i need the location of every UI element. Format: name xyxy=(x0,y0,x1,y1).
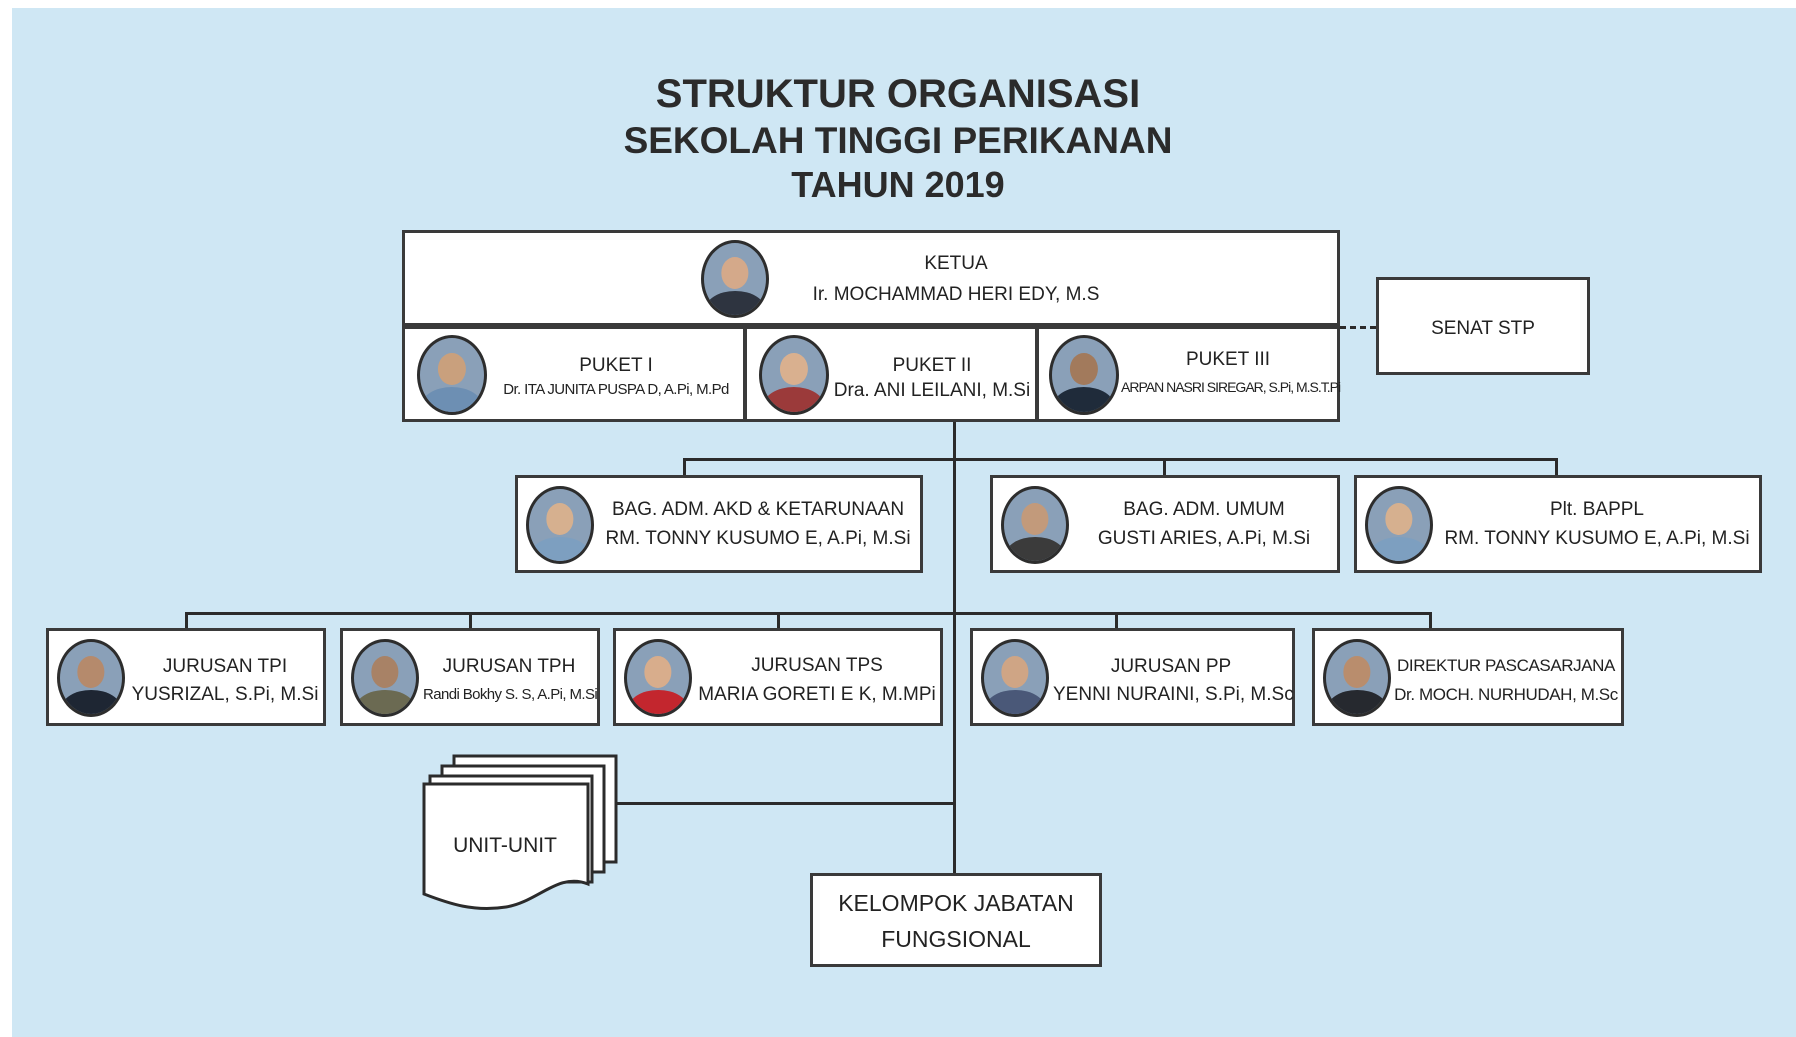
senat-label: SENAT STP xyxy=(1431,318,1535,339)
puket-2-box: PUKET II Dra. ANI LEILANI, M.Si xyxy=(744,326,1038,422)
person-photo-icon xyxy=(759,335,829,415)
puket-2-role: PUKET II xyxy=(892,355,972,376)
person-photo-icon xyxy=(57,639,125,717)
plt-bappl-role: Plt. BAPPL xyxy=(1550,499,1644,520)
direktur-pascasarjana-name: Dr. MOCH. NURHUDAH, M.Sc xyxy=(1394,685,1618,704)
bagian-drop-1 xyxy=(683,458,686,477)
person-photo-icon xyxy=(981,639,1049,717)
jurusan-tph-name: Randi Bokhy S. S, A.Pi, M.Si xyxy=(423,686,598,703)
chart-title-line3: TAHUN 2019 xyxy=(791,164,1005,205)
bagian-adm-umum-name: GUSTI ARIES, A.Pi, M.Si xyxy=(1097,528,1311,549)
person-photo-icon xyxy=(624,639,692,717)
person-photo-icon xyxy=(417,335,487,415)
fungsional-line1: KELOMPOK JABATAN xyxy=(838,890,1074,916)
ketua-name: Ir. MOCHAMMAD HERI EDY, M.S xyxy=(812,284,1100,305)
unit-unit-label: UNIT-UNIT xyxy=(453,834,557,857)
main-trunk-line xyxy=(953,420,956,876)
bagian-adm-akd-role: BAG. ADM. AKD & KETARUNAAN xyxy=(611,499,905,520)
jurusan-drop-4 xyxy=(1115,612,1118,630)
puket-1-box: PUKET I Dr. ITA JUNITA PUSPA D, A.Pi, M.… xyxy=(402,326,746,422)
jurusan-tps-name: MARIA GORETI E K, M.MPi xyxy=(698,684,936,705)
jurusan-drop-5 xyxy=(1429,612,1432,630)
bagian-adm-akd-name: RM. TONNY KUSUMO E, A.Pi, M.Si xyxy=(605,528,911,549)
person-photo-icon xyxy=(1049,335,1119,415)
ketua-role: KETUA xyxy=(924,253,988,274)
direktur-pascasarjana-box: DIREKTUR PASCASARJANA Dr. MOCH. NURHUDAH… xyxy=(1312,628,1624,726)
direktur-pascasarjana-role: DIREKTUR PASCASARJANA xyxy=(1397,656,1615,675)
jurusan-tph-role: JURUSAN TPH xyxy=(442,656,576,677)
bagian-drop-3 xyxy=(1555,458,1558,477)
bagian-bus-line xyxy=(683,458,1557,461)
unit-unit-shape xyxy=(422,754,618,911)
puket-3-role: PUKET III xyxy=(1185,349,1271,370)
plt-bappl-name: RM. TONNY KUSUMO E, A.Pi, M.Si xyxy=(1444,528,1750,549)
bagian-adm-umum-box: BAG. ADM. UMUM GUSTI ARIES, A.Pi, M.Si xyxy=(990,475,1340,573)
bagian-drop-2 xyxy=(1163,458,1166,477)
jurusan-pp-name: YENNI NURAINI, S.Pi, M.Sc xyxy=(1053,684,1294,705)
bagian-adm-umum-role: BAG. ADM. UMUM xyxy=(1123,499,1285,520)
jurusan-tpi-role: JURUSAN TPI xyxy=(162,656,288,677)
jurusan-pp-box: JURUSAN PP YENNI NURAINI, S.Pi, M.Sc xyxy=(970,628,1295,726)
puket-3-name: ARPAN NASRI SIREGAR, S.Pi, M.S.T.Pi xyxy=(1121,379,1341,395)
puket-2-name: Dra. ANI LEILANI, M.Si xyxy=(833,380,1031,401)
jurusan-drop-2 xyxy=(469,612,472,630)
jurusan-tpi-box: JURUSAN TPI YUSRIZAL, S.Pi, M.Si xyxy=(46,628,326,726)
person-photo-icon xyxy=(1323,639,1391,717)
jurusan-drop-3 xyxy=(777,612,780,630)
unit-connector-line xyxy=(610,802,956,805)
jurusan-tpi-name: YUSRIZAL, S.Pi, M.Si xyxy=(131,684,319,705)
person-photo-icon xyxy=(526,486,594,564)
jurusan-drop-1 xyxy=(185,612,188,630)
plt-bappl-box: Plt. BAPPL RM. TONNY KUSUMO E, A.Pi, M.S… xyxy=(1354,475,1762,573)
person-photo-icon xyxy=(351,639,419,717)
jurusan-pp-role: JURUSAN PP xyxy=(1110,656,1232,677)
jurusan-tph-box: JURUSAN TPH Randi Bokhy S. S, A.Pi, M.Si xyxy=(340,628,600,726)
fungsional-line2: FUNGSIONAL xyxy=(881,926,1031,952)
puket-1-role: PUKET I xyxy=(579,355,653,376)
senat-dashed-connector xyxy=(1340,326,1376,329)
person-photo-icon xyxy=(701,240,769,318)
puket-1-name: Dr. ITA JUNITA PUSPA D, A.Pi, M.Pd xyxy=(503,381,729,398)
puket-3-box: PUKET III ARPAN NASRI SIREGAR, S.Pi, M.S… xyxy=(1036,326,1341,422)
bagian-adm-akd-box: BAG. ADM. AKD & KETARUNAAN RM. TONNY KUS… xyxy=(515,475,923,573)
chart-title-line2: SEKOLAH TINGGI PERIKANAN xyxy=(623,120,1173,161)
person-photo-icon xyxy=(1365,486,1433,564)
person-photo-icon xyxy=(1001,486,1069,564)
jurusan-bus-line xyxy=(185,612,1432,615)
senat-box: SENAT STP xyxy=(1376,277,1590,375)
jurusan-tps-role: JURUSAN TPS xyxy=(751,655,883,676)
chart-title-line1: STRUKTUR ORGANISASI xyxy=(655,72,1141,116)
ketua-box: KETUA Ir. MOCHAMMAD HERI EDY, M.S xyxy=(402,230,1340,326)
jurusan-tps-box: JURUSAN TPS MARIA GORETI E K, M.MPi xyxy=(613,628,943,726)
kelompok-jabatan-fungsional-box: KELOMPOK JABATAN FUNGSIONAL xyxy=(810,873,1102,967)
